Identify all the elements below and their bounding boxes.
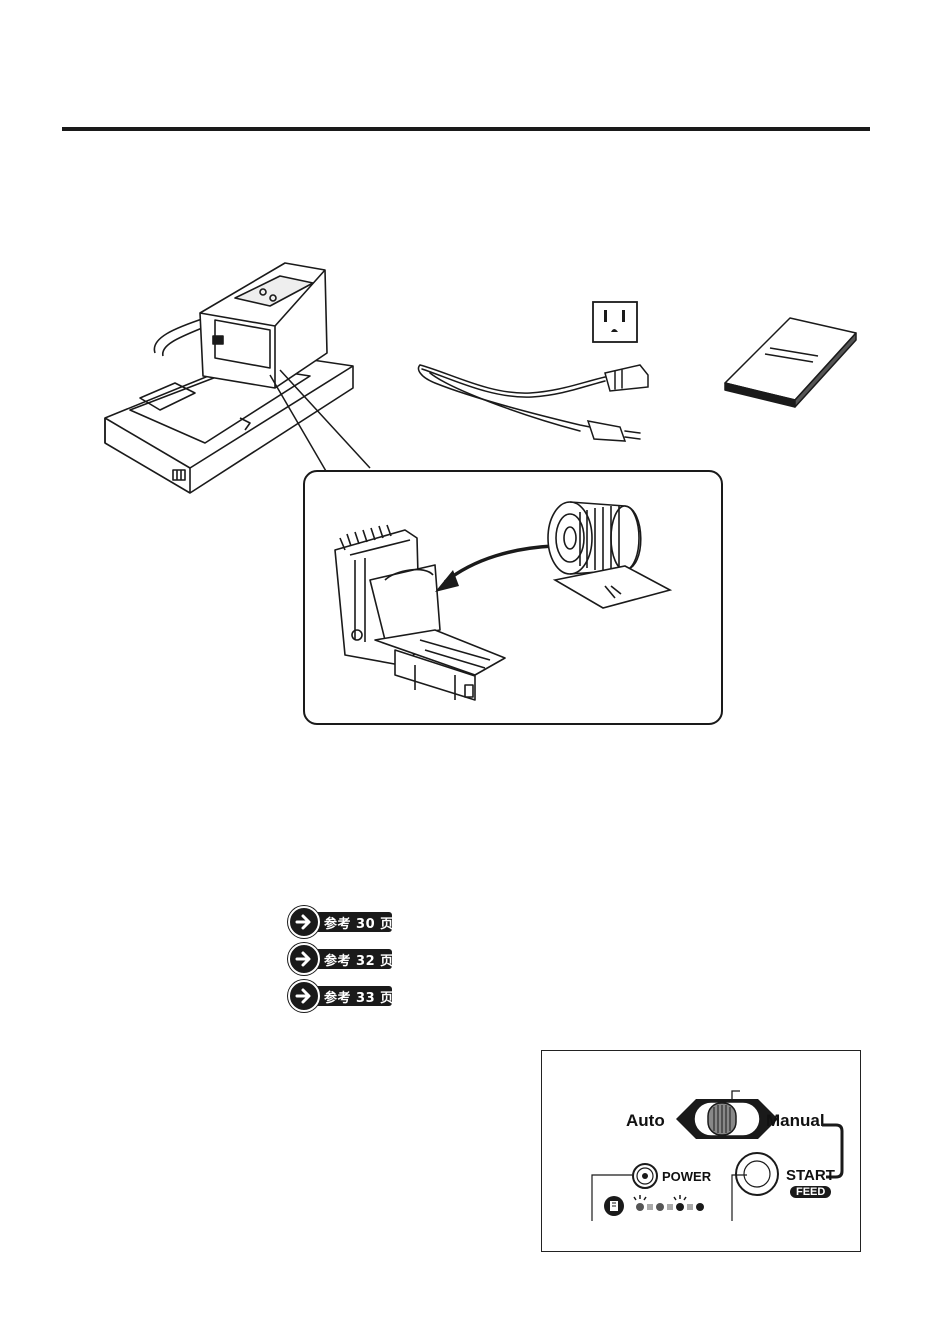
- header-rule: [62, 127, 870, 131]
- arrow-right-icon: [288, 906, 320, 938]
- reference-label: 参考 33 页: [324, 987, 394, 1006]
- reference-label: 参考 30 页: [324, 913, 394, 932]
- arrow-right-icon: [288, 943, 320, 975]
- control-panel-diagram: Auto Manual POWER START FEED: [541, 1050, 861, 1252]
- reference-label: 参考 32 页: [324, 950, 394, 969]
- manual-booklet-icon: [720, 318, 860, 408]
- callout-lines: [260, 370, 380, 480]
- reference-badge-1[interactable]: 参考 30 页: [288, 906, 394, 936]
- reference-badge-3[interactable]: 参考 33 页: [288, 980, 394, 1010]
- feed-label: FEED: [790, 1186, 831, 1198]
- ribbon-cartridge-illustration: [325, 490, 700, 720]
- outlet-icon: [591, 300, 639, 344]
- manual-label: Manual: [766, 1111, 825, 1131]
- power-cord-illustration: [410, 355, 650, 455]
- leader-lines: [592, 1171, 772, 1221]
- start-label: START: [786, 1167, 835, 1184]
- reference-badge-2[interactable]: 参考 32 页: [288, 943, 394, 973]
- auto-label: Auto: [626, 1111, 665, 1131]
- arrow-right-icon: [288, 980, 320, 1012]
